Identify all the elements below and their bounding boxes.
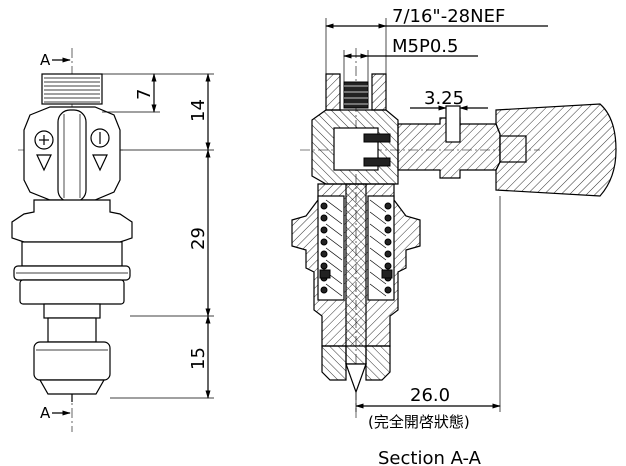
pin-hole <box>445 105 461 143</box>
top-thread-wall-left <box>325 73 341 111</box>
knob-cap <box>495 103 617 197</box>
plus-icon <box>34 130 54 150</box>
down-arrow-icon-right <box>92 154 108 172</box>
lower-stem <box>47 317 97 343</box>
spring-chamber-right <box>367 195 395 301</box>
needle-stem <box>345 183 367 365</box>
dim-tap-spec: M5P0.5 <box>392 36 458 57</box>
body-collar <box>21 241 123 267</box>
dim-thread-length: 7 <box>134 89 155 100</box>
front-view: A A 7 14 29 15 <box>11 48 214 432</box>
dim-stroke-note: (完全開啓狀態) <box>368 413 470 431</box>
body-flange <box>11 199 133 243</box>
dim-body-height: 29 <box>188 227 209 250</box>
section-marker-bottom: A <box>40 404 51 422</box>
body-lower <box>19 279 125 305</box>
thread-lines <box>44 77 100 103</box>
top-thread <box>41 73 103 105</box>
spring-chamber-left <box>317 195 345 301</box>
lower-cone <box>38 379 106 395</box>
dim-thread-spec: 7/16"-28NEF <box>392 6 505 27</box>
down-arrow-icon-left <box>36 154 52 172</box>
needle-tip <box>345 363 367 394</box>
o-ring-right <box>381 269 393 279</box>
lower-nut-left <box>321 345 347 381</box>
head-spring-lower <box>363 157 391 167</box>
section-marker-top: A <box>40 51 51 69</box>
dim-stroke: 26.0 <box>410 385 450 406</box>
lower-nut <box>33 341 111 381</box>
o-ring-left <box>319 269 331 279</box>
knob-lever <box>57 109 87 203</box>
minus-icon <box>90 128 110 148</box>
section-view: 7/16"-28NEF M5P0.5 3.25 26.0 (完全開啓狀態) Se… <box>291 6 617 466</box>
section-caption: Section A-A <box>378 448 482 466</box>
dim-upper-height: 14 <box>188 99 209 122</box>
top-thread-wall-right <box>371 73 387 111</box>
lower-nut-right <box>365 345 391 381</box>
dim-lower-height: 15 <box>188 347 209 370</box>
body-neck <box>43 303 101 319</box>
dim-hole-dia: 3.25 <box>424 88 464 109</box>
head-spring-upper <box>363 133 391 143</box>
